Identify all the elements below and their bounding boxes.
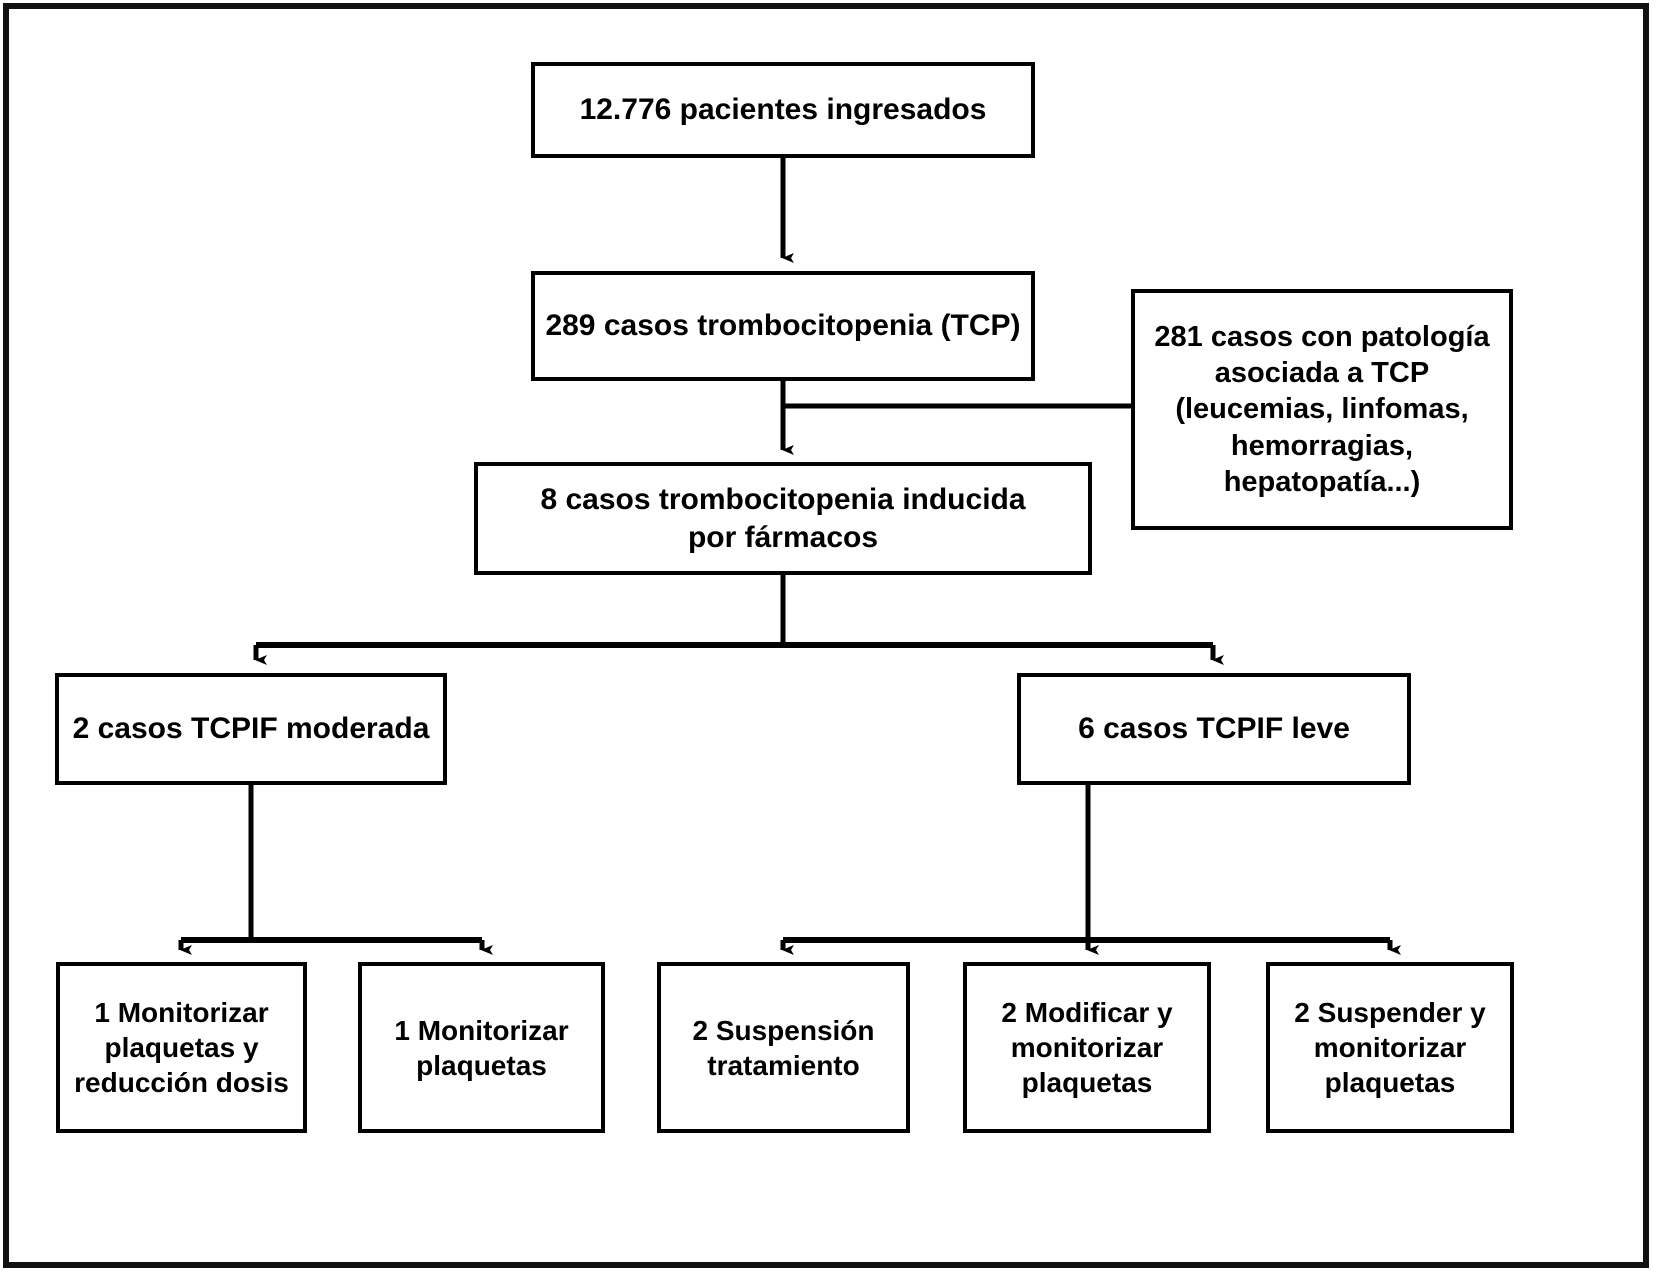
- node-suspend-and-monitor-platelets: 2 Suspender y monitorizar plaquetas: [1266, 962, 1514, 1133]
- node-admitted-patients: 12.776 pacientes ingresados: [531, 62, 1035, 158]
- node-monitor-platelets: 1 Monitorizar plaquetas: [358, 962, 605, 1133]
- node-drug-induced-thrombocytopenia: 8 casos trombocitopenia inducida por fár…: [474, 462, 1092, 575]
- node-associated-pathology: 281 casos con patología asociada a TCP (…: [1131, 289, 1513, 530]
- node-tcpif-mild: 6 casos TCPIF leve: [1017, 673, 1411, 785]
- node-tcpif-moderate: 2 casos TCPIF moderada: [55, 673, 447, 785]
- figure-border: [3, 3, 1649, 1268]
- node-suspend-treatment: 2 Suspensión tratamiento: [657, 962, 910, 1133]
- node-monitor-platelets-reduce-dose: 1 Monitorizar plaquetas y reducción dosi…: [56, 962, 307, 1133]
- node-modify-and-monitor-platelets: 2 Modificar y monitorizar plaquetas: [963, 962, 1211, 1133]
- node-thrombocytopenia-cases: 289 casos trombocitopenia (TCP): [531, 271, 1035, 381]
